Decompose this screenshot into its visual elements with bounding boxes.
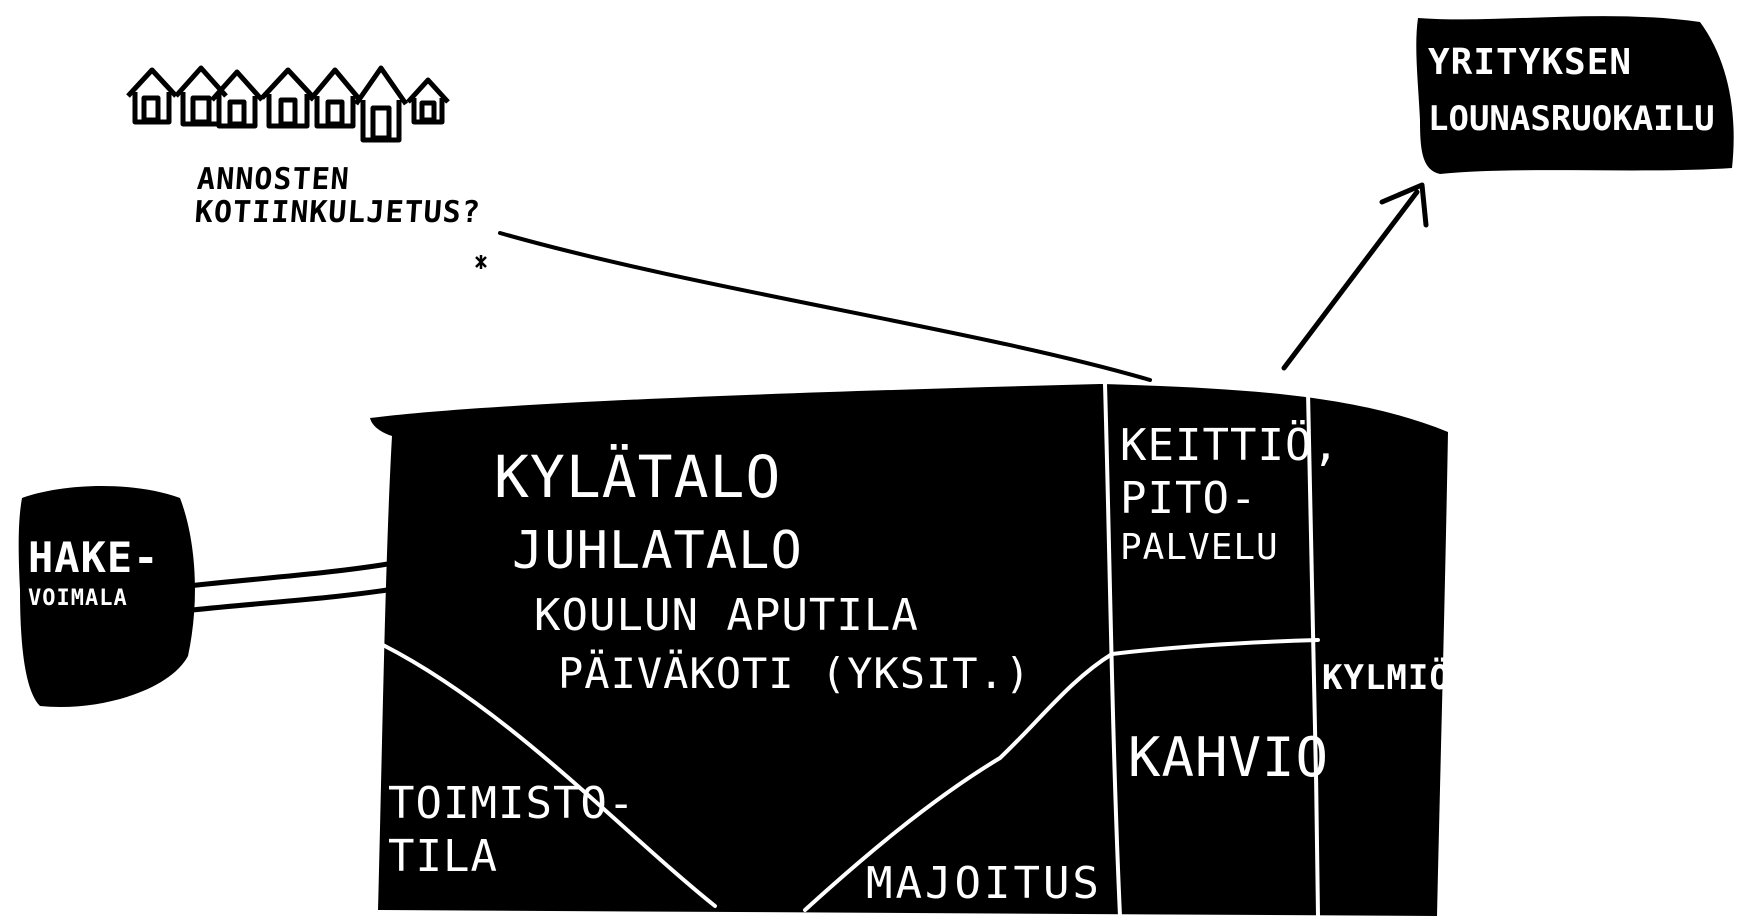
kitchen-line-1: KEITTIÖ,	[1120, 420, 1340, 473]
house-icon	[310, 70, 360, 126]
kitchen-line-2: PITO-	[1120, 473, 1340, 526]
corporate-line-1: YRITYKSEN	[1428, 34, 1715, 92]
lodging-label: MAJOITUS	[866, 860, 1102, 908]
houses-row	[128, 68, 448, 140]
delivery-line-1: ANNOSTEN	[196, 163, 484, 196]
cafe-label: KAHVIO	[1128, 728, 1329, 787]
office-line-1: TOIMISTO-	[388, 778, 635, 831]
house-icon	[408, 80, 448, 122]
hall-line-2: JUHLATALO	[512, 516, 1031, 586]
house-icon	[262, 70, 314, 126]
corporate-lunch-label: YRITYKSEN LOUNASRUOKAILU	[1428, 34, 1715, 146]
plant-line-2: VOIMALA	[28, 585, 159, 613]
heat-pipes	[188, 562, 400, 610]
house-icon	[356, 68, 406, 140]
cold-storage-label: KYLMIÖ	[1322, 660, 1451, 697]
heating-plant-label: HAKE- VOIMALA	[28, 532, 159, 612]
hall-line-1: KYLÄTALO	[494, 438, 1031, 516]
lodging-text: MAJOITUS	[866, 860, 1102, 908]
delivery-connector-line	[500, 233, 1150, 380]
cafe-text: KAHVIO	[1128, 728, 1329, 787]
hall-line-3: KOULUN APUTILA	[534, 586, 1031, 645]
delivery-question-label: ANNOSTEN KOTIINKULJETUS?	[194, 163, 485, 229]
kitchen-label: KEITTIÖ, PITO- PALVELU	[1120, 420, 1340, 569]
office-label: TOIMISTO- TILA	[388, 778, 635, 884]
delivery-line-2: KOTIINKULJETUS?	[194, 196, 482, 229]
asterisk-mark	[476, 255, 486, 269]
kitchen-line-3: PALVELU	[1120, 526, 1340, 569]
corporate-line-2: LOUNASRUOKAILU	[1428, 92, 1715, 146]
office-line-2: TILA	[388, 831, 635, 884]
village-hall-label: KYLÄTALO JUHLATALO KOULUN APUTILA PÄIVÄK…	[494, 438, 1031, 703]
house-icon	[128, 70, 176, 122]
house-icon	[212, 72, 262, 126]
hall-line-4: PÄIVÄKOTI (YKSIT.)	[558, 646, 1031, 703]
cold-text: KYLMIÖ	[1322, 660, 1451, 697]
corporate-arrow	[1284, 185, 1426, 368]
plant-line-1: HAKE-	[28, 532, 159, 585]
